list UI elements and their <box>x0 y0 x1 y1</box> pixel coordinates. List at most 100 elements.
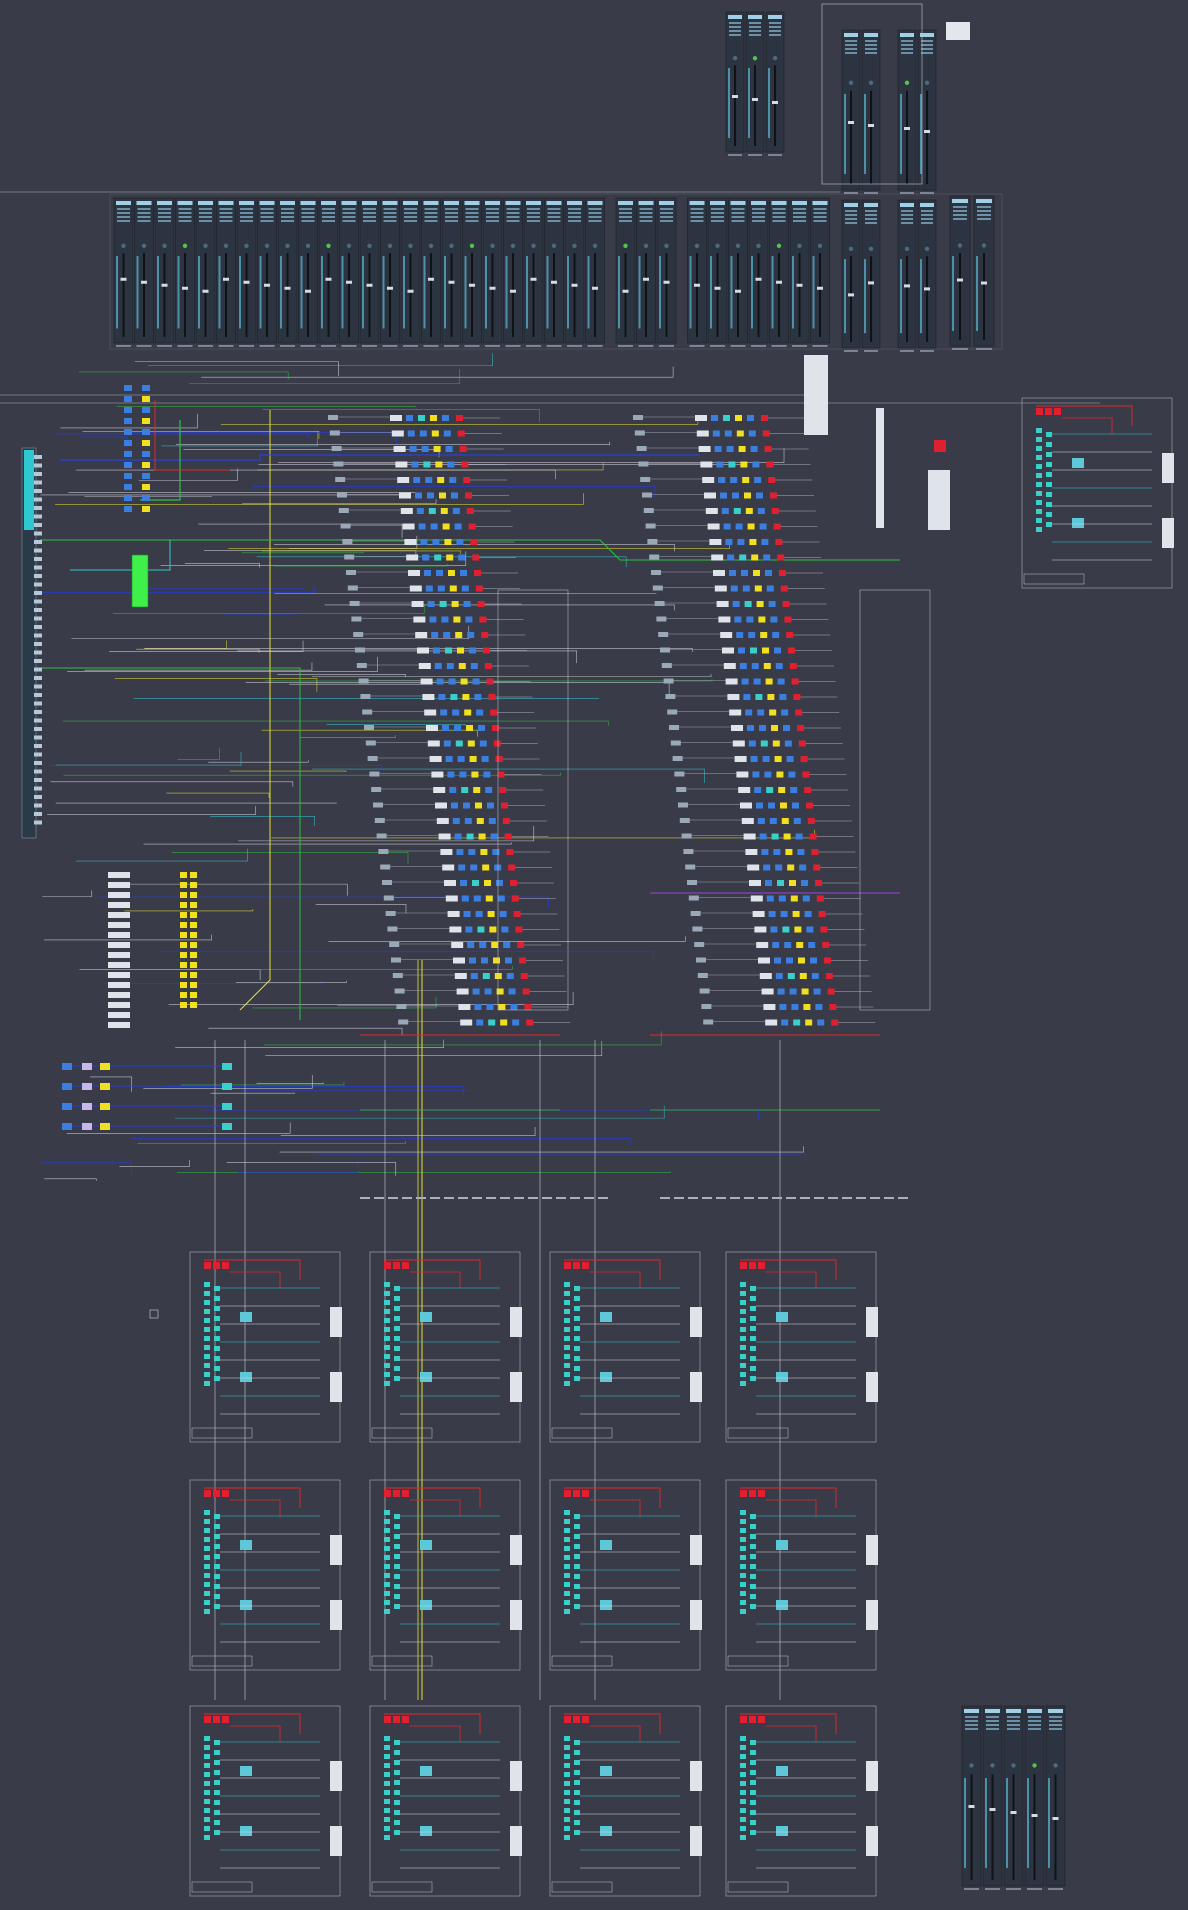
module-cyan-node[interactable] <box>204 1799 210 1804</box>
routing-node[interactable] <box>82 1123 92 1130</box>
send-node[interactable] <box>446 554 454 561</box>
send-node[interactable] <box>744 492 751 499</box>
dyn-node[interactable] <box>443 740 451 747</box>
insert-node[interactable] <box>753 678 761 685</box>
fader-knob[interactable] <box>868 281 874 285</box>
module-cyan-node[interactable] <box>394 1760 400 1765</box>
module-cyan-node[interactable] <box>564 1363 570 1368</box>
input-node[interactable] <box>669 725 679 730</box>
bus-module[interactable] <box>725 1479 878 1671</box>
aux-node[interactable] <box>488 818 496 824</box>
dyn-node[interactable] <box>741 678 749 685</box>
fader-knob[interactable] <box>1031 1814 1038 1817</box>
routing-node[interactable] <box>124 429 132 435</box>
send-node[interactable] <box>467 740 475 747</box>
dyn-node[interactable] <box>425 585 433 592</box>
module-cyan-node[interactable] <box>204 1510 210 1515</box>
patch-panel[interactable] <box>804 355 828 435</box>
module-proc[interactable] <box>600 1540 612 1550</box>
channel-processing-row[interactable] <box>697 973 870 979</box>
output-node[interactable] <box>795 709 803 716</box>
output-node[interactable] <box>827 988 835 995</box>
module-cyan-node[interactable] <box>1046 462 1052 467</box>
output-node[interactable] <box>773 523 781 530</box>
module-cyan-node[interactable] <box>564 1808 570 1813</box>
module-cyan-node[interactable] <box>740 1799 746 1804</box>
module-cyan-node[interactable] <box>214 1524 220 1529</box>
module-cyan-node[interactable] <box>394 1544 400 1549</box>
channel-processing-row[interactable] <box>329 430 502 437</box>
routing-node[interactable] <box>124 495 132 501</box>
fader-knob[interactable] <box>981 281 987 285</box>
input-list-item[interactable] <box>34 820 42 825</box>
dyn-node[interactable] <box>716 461 724 468</box>
channel-processing-row[interactable] <box>378 849 551 855</box>
aux-node[interactable] <box>799 864 807 871</box>
module-cyan-node[interactable] <box>564 1381 570 1386</box>
module-cyan-node[interactable] <box>214 1564 220 1569</box>
module-proc[interactable] <box>776 1540 788 1550</box>
input-list-item[interactable] <box>34 803 42 808</box>
module-cyan-node[interactable] <box>214 1770 220 1775</box>
module-cyan-node[interactable] <box>394 1336 400 1341</box>
input-node[interactable] <box>699 988 710 994</box>
pan-knob[interactable] <box>868 246 874 252</box>
output-node[interactable] <box>484 663 492 669</box>
input-list-item[interactable] <box>34 693 42 697</box>
send-node[interactable] <box>487 911 495 917</box>
module-proc[interactable] <box>600 1372 612 1382</box>
dyn-node[interactable] <box>750 756 758 762</box>
input-node[interactable] <box>683 849 694 854</box>
pan-knob[interactable] <box>848 80 854 86</box>
bus-module[interactable] <box>549 1251 702 1443</box>
eq-node[interactable] <box>707 523 720 530</box>
dyn-node[interactable] <box>736 632 744 638</box>
input-node[interactable] <box>337 492 347 498</box>
input-node[interactable] <box>697 973 708 978</box>
channel-processing-row[interactable] <box>672 756 845 762</box>
fader-knob[interactable] <box>776 280 782 284</box>
module-cyan-node[interactable] <box>564 1600 570 1605</box>
module-out-panel[interactable] <box>1162 453 1174 483</box>
input-node[interactable] <box>642 492 652 498</box>
eq-node[interactable] <box>704 492 716 499</box>
module-cyan-node[interactable] <box>564 1817 570 1822</box>
input-node[interactable] <box>634 430 645 436</box>
send-node[interactable] <box>751 554 759 561</box>
module-proc[interactable] <box>420 1766 432 1776</box>
channel-strip[interactable] <box>861 29 881 194</box>
dyn-node[interactable] <box>467 942 475 948</box>
channel-strip[interactable] <box>841 199 861 352</box>
input-list-item[interactable] <box>34 531 42 536</box>
eq-node[interactable] <box>738 787 751 793</box>
module-cyan-node[interactable] <box>750 1830 756 1835</box>
channel-processing-row[interactable] <box>633 415 805 421</box>
channel-processing-row[interactable] <box>688 895 861 902</box>
dyn-node[interactable] <box>738 647 745 654</box>
send-node[interactable] <box>798 957 805 964</box>
input-node[interactable] <box>378 849 389 854</box>
aux-node[interactable] <box>801 880 808 886</box>
module-red-node[interactable] <box>573 1262 580 1269</box>
output-node[interactable] <box>457 430 465 437</box>
routing-node[interactable] <box>190 972 197 978</box>
routing-node[interactable] <box>124 473 132 479</box>
input-node[interactable] <box>674 771 685 777</box>
module-cyan-node[interactable] <box>750 1790 756 1795</box>
module-out-panel[interactable] <box>330 1535 342 1565</box>
routing-node[interactable] <box>124 462 132 468</box>
module-cyan-node[interactable] <box>384 1318 390 1323</box>
module-out-panel[interactable] <box>690 1761 702 1791</box>
aux-node[interactable] <box>510 1004 518 1010</box>
module-proc[interactable] <box>600 1312 612 1322</box>
input-node[interactable] <box>636 446 647 451</box>
input-node[interactable] <box>394 988 405 994</box>
send-node[interactable] <box>785 849 793 855</box>
module-cyan-node[interactable] <box>740 1282 746 1287</box>
module-cyan-node[interactable] <box>384 1381 390 1386</box>
module-cyan-node[interactable] <box>750 1316 756 1321</box>
channel-processing-row[interactable] <box>355 647 527 654</box>
dyn-node[interactable] <box>424 570 431 576</box>
insert-node[interactable] <box>724 430 732 437</box>
module-red-node[interactable] <box>740 1262 747 1269</box>
